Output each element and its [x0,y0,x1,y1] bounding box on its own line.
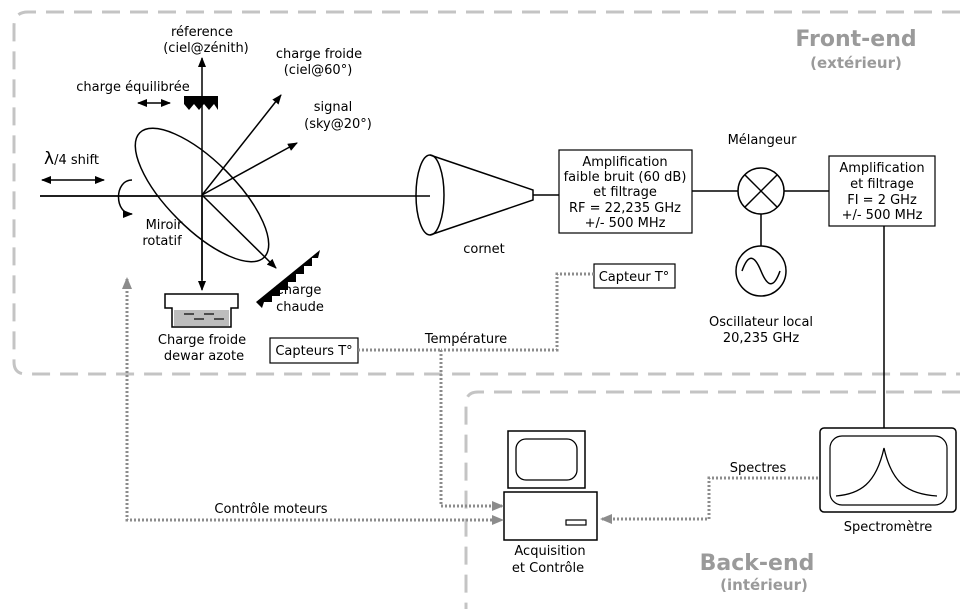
computer-monitor-icon [507,430,586,489]
backend-subtitle: (intérieur) [720,576,808,594]
horn-label: cornet [463,242,505,257]
mixer-icon [737,167,785,215]
balanced-load-label: charge équilibrée [76,80,189,95]
mirror-label-2: rotatif [142,234,182,249]
temp-sensor-label: Capteur T° [599,270,670,285]
lna-label-4: RF = 22,235 GHz [569,201,681,216]
if-label-1: Amplification [839,161,924,176]
if-label-3: FI = 2 GHz [847,193,917,208]
lo-label-1: Oscillateur local [709,315,813,330]
lambda-shift-label: λ/4 shift [44,149,99,169]
motor-control-link [122,277,504,525]
mixer-label: Mélangeur [728,133,798,148]
hot-load-label-2: chaude [276,300,324,315]
reference-label-2: (ciel@zénith) [163,41,249,56]
cold-dewar-label-2: dewar azote [164,349,244,364]
signal-label-1: signal [314,100,352,115]
lna-label-1: Amplification [582,155,667,170]
temp-sensor-box [593,263,676,289]
cold60-label-1: charge froide [276,47,362,62]
cold60-label-2: (ciel@60°) [284,63,353,78]
spectra-link [600,476,818,524]
signal-label-2: (sky@20°) [304,117,372,132]
frontend-subtitle: (extérieur) [810,54,902,72]
cold-dewar-icon [164,293,239,328]
balanced-load-absorber-icon [184,96,218,110]
motor-control-label: Contrôle moteurs [214,502,327,517]
spectrometer-icon [819,427,957,513]
lna-label-5: +/- 500 MHz [585,216,666,231]
rotation-arrow-icon [117,179,133,218]
computer-unit-icon [503,491,598,541]
acq-label-2: et Contrôle [512,561,584,576]
horn-antenna-icon [415,154,534,236]
lna-label-3: et filtrage [593,185,657,200]
temperature-label: Température [424,332,507,347]
if-label-4: +/- 500 MHz [842,208,923,223]
cold60-beam [201,94,282,196]
hot-load-label-1: Charge [275,283,322,298]
reference-label-1: réference [171,25,233,40]
acq-label-1: Acquisition [514,544,585,559]
frontend-region-border [12,10,960,376]
spectra-label: Spectres [730,461,787,476]
hot-load-beam [201,194,277,269]
lna-box [558,149,693,234]
mirror-label-1: Miroir [146,218,183,233]
frontend-title: Front-end [795,27,916,52]
spectrometer-label: Spectromètre [844,520,933,535]
if-box [828,155,936,227]
lo-label-2: 20,235 GHz [723,331,799,346]
lna-label-2: faible bruit (60 dB) [564,170,687,185]
backend-title: Back-end [700,551,815,576]
if-label-2: et filtrage [850,177,914,192]
cold-dewar-label-1: Charge froide [158,333,246,348]
temp-sensors-label: Capteurs T° [275,344,352,359]
local-oscillator-icon [735,245,787,297]
signal-beam [201,142,298,196]
